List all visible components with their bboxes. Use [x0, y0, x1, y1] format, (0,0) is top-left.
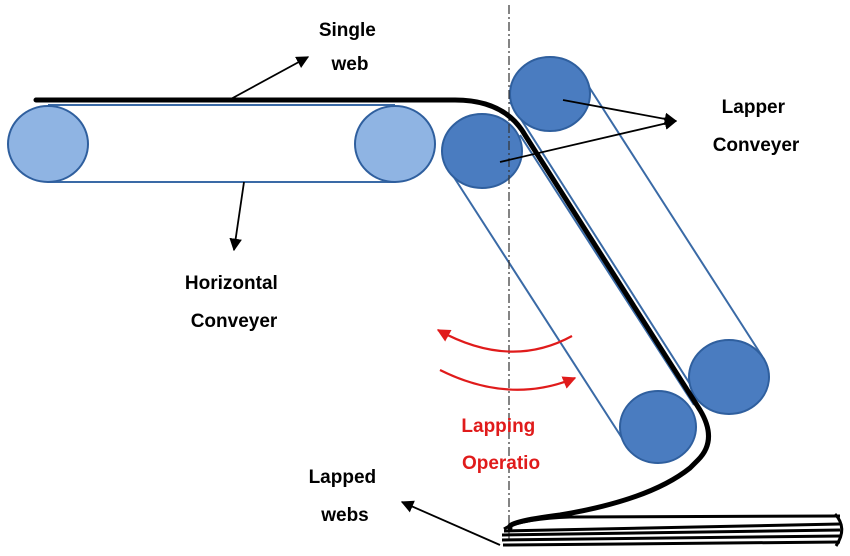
lapper-conveyer	[441, 56, 770, 464]
lapped-webs-arrow	[400, 500, 501, 546]
lapper-roller-bottom-left	[619, 390, 697, 464]
lapped-web-layer	[503, 522, 841, 533]
lapped-web-layer	[502, 540, 841, 547]
label-lapper-conveyer: Lapper Conveyer	[713, 97, 800, 156]
label-single-web: Single web	[319, 20, 381, 75]
label-lapper-conveyer-line2: Conveyer	[713, 135, 800, 156]
label-lapping-operation-line2: Operatio	[462, 453, 540, 474]
lapping-arrow-right	[439, 369, 577, 391]
horizontal-conveyer-arrow	[229, 181, 245, 252]
lapper-roller-top-left	[441, 113, 523, 189]
lapped-web-layer	[501, 534, 841, 542]
lapper-belt-2-left	[509, 101, 691, 385]
horizontal-roller-right	[354, 105, 436, 183]
lapper-arrow-upper	[562, 99, 678, 126]
label-lapped-webs-line2: webs	[320, 505, 369, 526]
label-horizontal-conveyer: Horizontal Conveyer	[185, 273, 283, 332]
lapped-web-layer	[503, 514, 841, 531]
label-horizontal-conveyer-line1: Horizontal	[185, 273, 278, 294]
single-web-arrow	[228, 56, 310, 101]
label-single-web-line2: web	[331, 54, 369, 75]
lapper-belt-1-right	[519, 134, 695, 406]
label-lapping-operation: Lapping Operatio	[461, 416, 540, 474]
single-web	[33, 97, 711, 531]
label-lapping-operation-line1: Lapping	[461, 416, 535, 437]
lapped-web-layer	[501, 528, 841, 537]
horizontal-roller-left	[7, 105, 89, 183]
lapper-belt-1-left	[447, 167, 623, 439]
lapping-arrow-left	[436, 329, 573, 353]
lapper-roller-bottom-right	[688, 339, 770, 415]
horizontal-conveyer	[7, 104, 436, 183]
label-lapper-conveyer-line1: Lapper	[722, 97, 786, 118]
lapped-webs-stack	[501, 512, 844, 547]
label-lapped-webs: Lapped webs	[309, 467, 382, 526]
lapper-roller-top-right	[509, 56, 591, 132]
label-lapped-webs-line1: Lapped	[309, 467, 377, 488]
lapper-arrow-lower	[499, 117, 678, 163]
lapper-belt-2-right	[581, 75, 763, 357]
label-horizontal-conveyer-line2: Conveyer	[191, 311, 278, 332]
lapped-web-end	[833, 512, 844, 547]
label-single-web-line1: Single	[319, 20, 376, 41]
